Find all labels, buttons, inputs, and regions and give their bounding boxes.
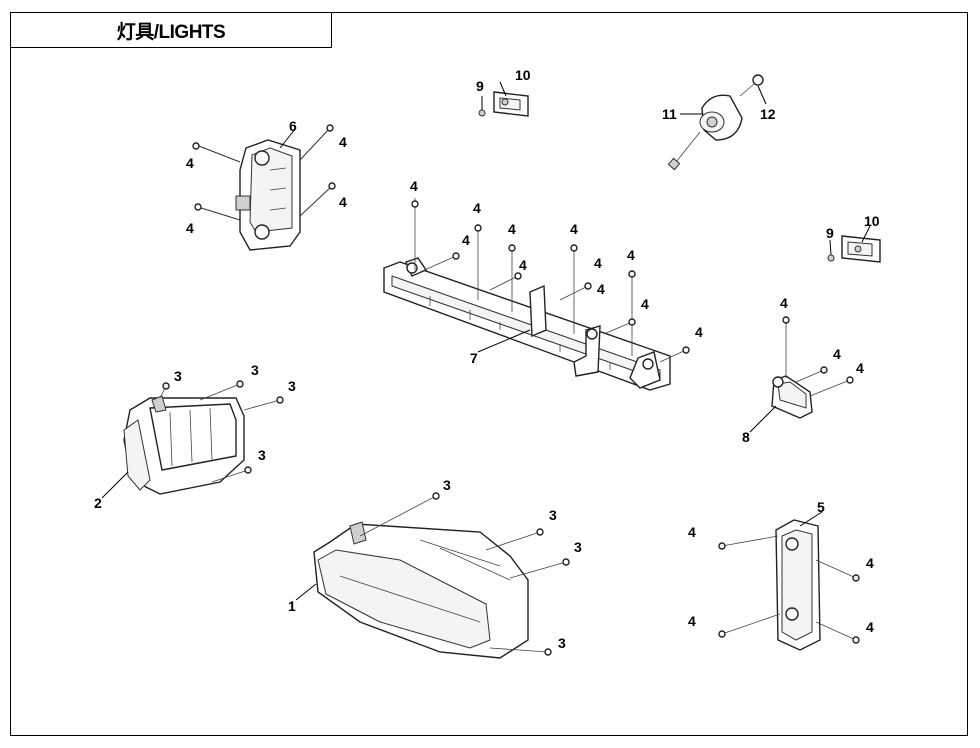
callout-4: 4 [508, 221, 516, 237]
callout-4: 4 [339, 194, 347, 210]
callout-4: 4 [519, 257, 527, 273]
callout-1: 1 [288, 598, 296, 614]
callout-4: 4 [594, 255, 602, 271]
part-12-bulb [739, 74, 764, 97]
callout-6: 6 [289, 118, 297, 134]
callout-9: 9 [826, 225, 834, 241]
callout-5: 5 [817, 499, 825, 515]
part-9-nut-right [827, 254, 835, 262]
callout-3: 3 [558, 635, 566, 651]
callout-4: 4 [462, 232, 470, 248]
callout-7: 7 [470, 350, 478, 366]
callout-8: 8 [742, 429, 750, 445]
callout-3: 3 [288, 378, 296, 394]
callout-2: 2 [94, 495, 102, 511]
callout-3: 3 [174, 368, 182, 384]
callout-3: 3 [251, 362, 259, 378]
page-title: 灯具/LIGHTS [116, 21, 226, 43]
part-5-side-lamp [775, 519, 821, 651]
part-8-bracket [771, 316, 854, 419]
diagram-frame [10, 12, 968, 736]
title-box: 灯具/LIGHTS [10, 12, 332, 48]
part-1-headlamp-main [313, 521, 529, 659]
part-4-screws-bar [411, 198, 690, 363]
callout-4: 4 [866, 555, 874, 571]
part-10-reflector-right [841, 235, 881, 263]
callout-4: 4 [339, 134, 347, 150]
callout-4: 4 [186, 155, 194, 171]
callouts: 6 4 4 4 4 9 10 11 12 9 10 4 4 4 4 4 4 4 … [94, 67, 880, 651]
callout-9: 9 [476, 78, 484, 94]
callout-3: 3 [443, 477, 451, 493]
part-11-license-lamp [667, 94, 743, 171]
callout-4: 4 [856, 360, 864, 376]
callout-4: 4 [833, 346, 841, 362]
callout-3: 3 [574, 539, 582, 555]
callout-10: 10 [515, 67, 531, 83]
callout-4: 4 [866, 619, 874, 635]
callout-4: 4 [473, 200, 481, 216]
callout-4: 4 [695, 324, 703, 340]
callout-4: 4 [410, 178, 418, 194]
callout-3: 3 [549, 507, 557, 523]
callout-3: 3 [258, 447, 266, 463]
callout-4: 4 [186, 220, 194, 236]
callout-4: 4 [688, 524, 696, 540]
callout-4: 4 [597, 281, 605, 297]
part-4-screws-side-lamp [718, 535, 860, 644]
part-7-mounting-bar [383, 257, 671, 391]
part-3-screws-main-lamp [359, 492, 570, 656]
callout-11: 11 [662, 106, 677, 122]
leader-lines [101, 81, 871, 601]
part-6-bracket [235, 139, 301, 251]
part-9-nut-top [478, 109, 486, 117]
part-2-headlamp-left [123, 395, 245, 495]
part-3-screws-left-lamp [159, 380, 284, 483]
callout-4: 4 [627, 247, 635, 263]
callout-10: 10 [864, 213, 880, 229]
callout-4: 4 [780, 295, 788, 311]
part-10-reflector-top [493, 91, 529, 117]
callout-4: 4 [688, 613, 696, 629]
part-4-screws-upper-left [192, 124, 336, 221]
callout-4: 4 [570, 221, 578, 237]
callout-4: 4 [641, 296, 649, 312]
callout-12: 12 [760, 106, 776, 122]
